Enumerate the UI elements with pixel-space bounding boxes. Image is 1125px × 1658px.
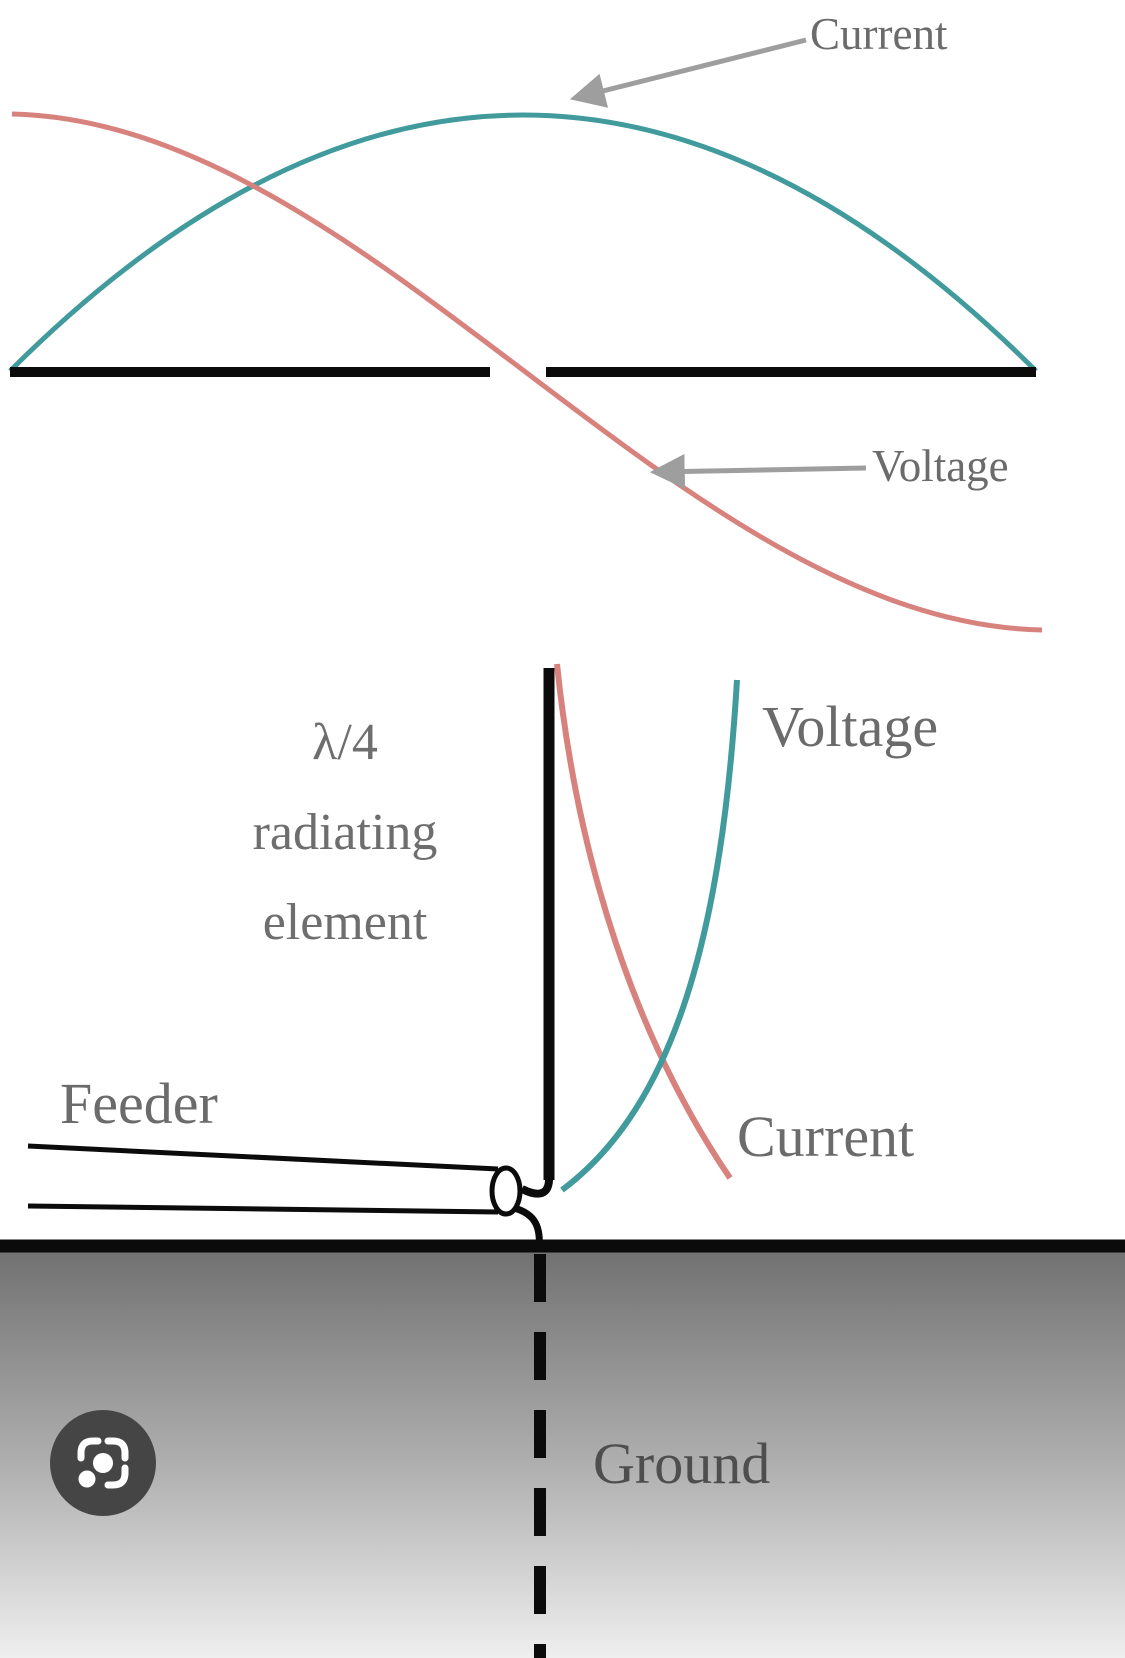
lens-center-dot bbox=[93, 1453, 113, 1473]
ground-plane-fill bbox=[0, 1250, 1125, 1658]
radiating-element-label: λ/4 radiating element bbox=[160, 698, 530, 968]
feeder-end-cap bbox=[489, 1165, 523, 1217]
feeder-bottom-line bbox=[27, 1203, 499, 1215]
current-curve-bottom bbox=[554, 663, 733, 1180]
current-label-top: Current bbox=[810, 9, 948, 59]
voltage-curve-top bbox=[11, 111, 1043, 633]
voltage-label-top: Voltage bbox=[872, 441, 1009, 491]
lens-frame-top-left bbox=[77, 1437, 102, 1462]
google-lens-icon bbox=[77, 1437, 129, 1489]
current-arrow bbox=[569, 37, 807, 108]
radiating-element-label-line1: λ/4 bbox=[312, 714, 378, 771]
ground-label: Ground bbox=[593, 1431, 771, 1496]
feeder-top-line bbox=[27, 1143, 499, 1172]
lens-frame-top-right bbox=[104, 1437, 129, 1462]
voltage-curve-bottom bbox=[560, 679, 740, 1193]
lens-frame-bottom-right bbox=[104, 1464, 129, 1489]
voltage-label-bottom: Voltage bbox=[762, 694, 939, 759]
feeder-label: Feeder bbox=[60, 1071, 218, 1136]
radiating-element-label-line3: element bbox=[262, 894, 428, 951]
current-label-bottom: Current bbox=[737, 1104, 915, 1169]
google-lens-button[interactable] bbox=[50, 1410, 156, 1516]
current-curve-top bbox=[8, 112, 1038, 373]
lens-corner-dot bbox=[78, 1470, 96, 1488]
radiating-element-label-line2: radiating bbox=[252, 804, 438, 861]
voltage-arrow bbox=[649, 453, 867, 489]
element-feed-connection bbox=[520, 1175, 554, 1198]
